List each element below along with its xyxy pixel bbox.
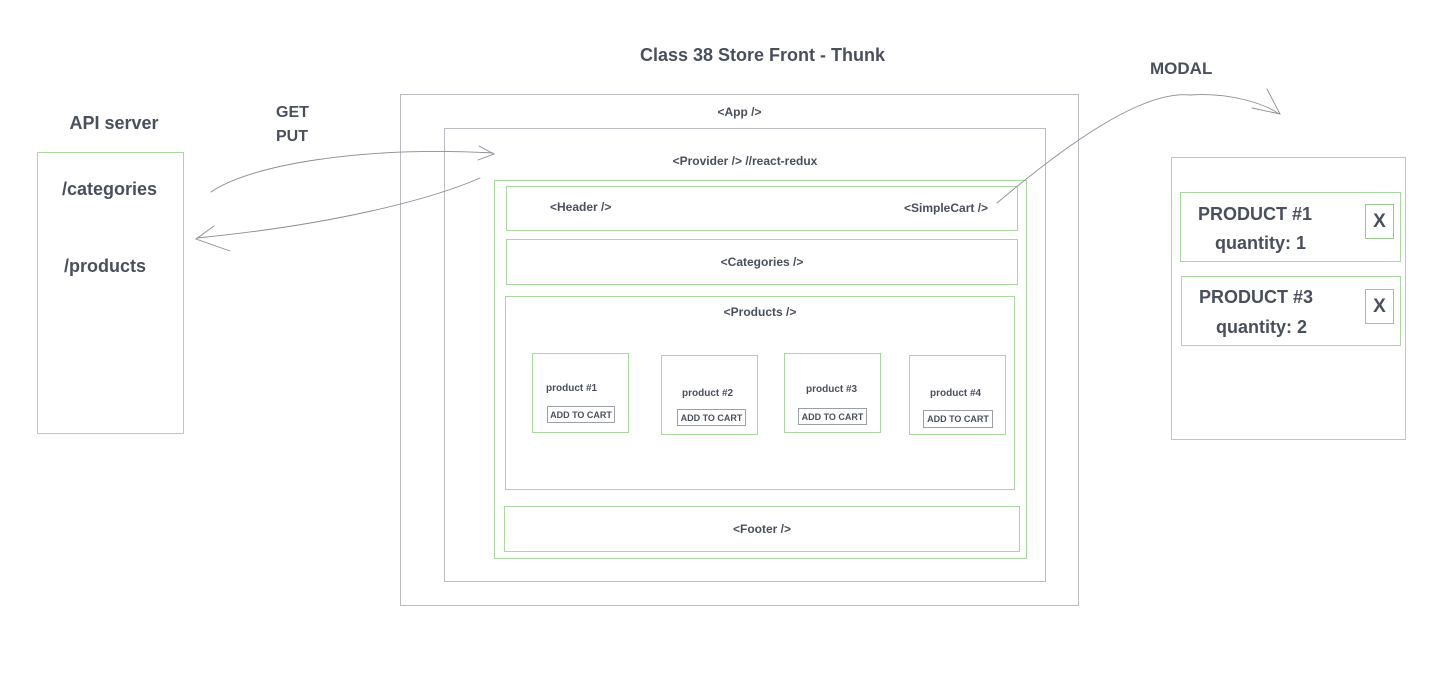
endpoint-categories: /categories (62, 179, 158, 199)
footer-label: <Footer /> (732, 522, 791, 536)
product-name: product #1 (546, 383, 598, 394)
method-put: PUT (276, 128, 308, 145)
app-box: <App /> (400, 94, 1079, 606)
api-server-title: API server (69, 113, 159, 133)
modal-box (1171, 157, 1406, 440)
add-to-cart-button[interactable]: ADD TO CART (798, 408, 867, 425)
arrowhead-api (195, 225, 231, 252)
modal-item-name: PRODUCT #3 (1199, 287, 1314, 307)
categories-label: <Categories /> (720, 255, 804, 269)
arrow-store-to-api (196, 177, 481, 239)
modal-cart-item: PRODUCT #3 quantity: 2 X (1181, 276, 1401, 346)
header-label: <Header /> (550, 200, 612, 214)
add-to-cart-button[interactable]: ADD TO CART (677, 409, 746, 426)
method-get: GET (276, 104, 309, 121)
product-name: product #4 (930, 388, 982, 399)
modal-cart-item: PRODUCT #1 quantity: 1 X (1180, 192, 1401, 262)
api-server-box: /categories /products (37, 152, 184, 434)
product-card: product #3 ADD TO CART (784, 353, 881, 433)
provider-box: <Provider /> //react-redux (444, 128, 1046, 582)
modal-label: MODAL (1150, 59, 1213, 78)
modal-item-quantity: quantity: 2 (1216, 317, 1308, 337)
product-name: product #2 (682, 388, 734, 399)
product-name: product #3 (806, 384, 858, 395)
diagram-title: Class 38 Store Front - Thunk (639, 45, 886, 65)
arrow-simplecart-to-modal (996, 94, 1280, 204)
remove-item-button[interactable]: X (1365, 289, 1394, 324)
arrowhead-provider (477, 145, 496, 161)
add-to-cart-button[interactable]: ADD TO CART (923, 410, 993, 428)
header-box: <Header /> <SimpleCart /> (506, 186, 1018, 231)
arrowhead-modal (1251, 88, 1281, 115)
arrow-api-to-provider (210, 151, 494, 193)
product-card: product #1 ADD TO CART (532, 353, 629, 433)
provider-label: <Provider /> //react-redux (672, 154, 818, 168)
products-label: <Products /> (723, 305, 797, 319)
products-box: <Products /> (505, 296, 1015, 490)
product-card: product #2 ADD TO CART (661, 355, 758, 435)
add-to-cart-button[interactable]: ADD TO CART (547, 406, 615, 423)
remove-item-button[interactable]: X (1365, 204, 1394, 239)
categories-box: <Categories /> (506, 239, 1018, 285)
footer-box: <Footer /> (504, 506, 1020, 552)
modal-item-name: PRODUCT #1 (1198, 204, 1313, 224)
app-label: <App /> (717, 105, 762, 119)
modal-item-quantity: quantity: 1 (1215, 233, 1307, 253)
endpoint-products: /products (64, 256, 147, 276)
store-container (494, 180, 1027, 559)
product-card: product #4 ADD TO CART (909, 355, 1006, 435)
simplecart-label: <SimpleCart /> (904, 201, 989, 215)
